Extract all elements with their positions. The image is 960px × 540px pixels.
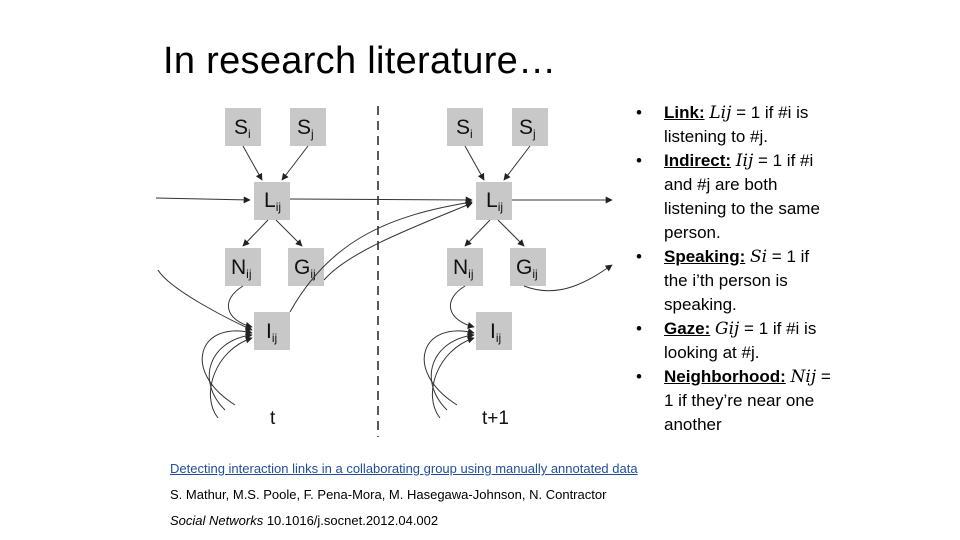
paper-authors: S. Mathur, M.S. Poole, F. Pena-Mora, M. …	[170, 487, 607, 502]
svg-text:Si: Si	[234, 116, 251, 141]
slice-t-plus-1: Si Sj Lij Nij Gij Iij t+1	[289, 108, 613, 429]
node-s-j-t1: Sj	[512, 108, 548, 146]
svg-text:Nij: Nij	[453, 256, 474, 281]
definitions-list: Link: Lij = 1 if #i is listening to #j. …	[636, 101, 836, 437]
node-s-i-t1: Si	[447, 108, 483, 146]
bullet-indirect: Indirect: Iij = 1 if #i and #j are both …	[636, 149, 836, 245]
journal-name: Social Networks	[170, 513, 264, 528]
bullet-neighborhood: Neighborhood: Nij = 1 if they’re near on…	[636, 365, 836, 437]
slide-title: In research literature…	[163, 40, 557, 82]
node-g-t1: Gij	[510, 248, 546, 286]
node-l-t1: Lij	[476, 182, 512, 220]
svg-text:Iij: Iij	[490, 320, 501, 345]
svg-text:Si: Si	[456, 116, 473, 141]
slice-t: Si Sj Lij Nij Gij Iij t	[155, 108, 326, 429]
paper-link[interactable]: Detecting interaction links in a collabo…	[170, 461, 638, 476]
bullet-speaking: Speaking: Si = 1 if the i’th person is s…	[636, 245, 836, 317]
svg-text:Nij: Nij	[231, 256, 252, 281]
node-i-t: Iij	[254, 312, 290, 350]
node-s-j-t: Sj	[290, 108, 326, 146]
node-l-t: Lij	[254, 182, 290, 220]
svg-text:Lij: Lij	[264, 189, 281, 214]
svg-text:Iij: Iij	[266, 320, 277, 345]
svg-text:Gij: Gij	[516, 256, 538, 281]
time-label-t: t	[270, 408, 276, 429]
node-g-t: Gij	[288, 248, 324, 286]
svg-text:Sj: Sj	[297, 116, 314, 141]
node-n-t1: Nij	[447, 248, 483, 286]
bullet-link: Link: Lij = 1 if #i is listening to #j.	[636, 101, 836, 149]
bullet-gaze: Gaze: Gij = 1 if #i is looking at #j.	[636, 317, 836, 365]
paper-doi: 10.1016/j.socnet.2012.04.002	[263, 513, 439, 528]
svg-text:Gij: Gij	[294, 256, 316, 281]
node-s-i-t: Si	[225, 108, 261, 146]
paper-journal: Social Networks 10.1016/j.socnet.2012.04…	[170, 513, 438, 528]
node-n-t: Nij	[225, 248, 261, 286]
time-label-t1: t+1	[482, 408, 509, 429]
svg-text:Lij: Lij	[486, 189, 503, 214]
svg-text:Sj: Sj	[519, 116, 536, 141]
node-i-t1: Iij	[476, 312, 512, 350]
